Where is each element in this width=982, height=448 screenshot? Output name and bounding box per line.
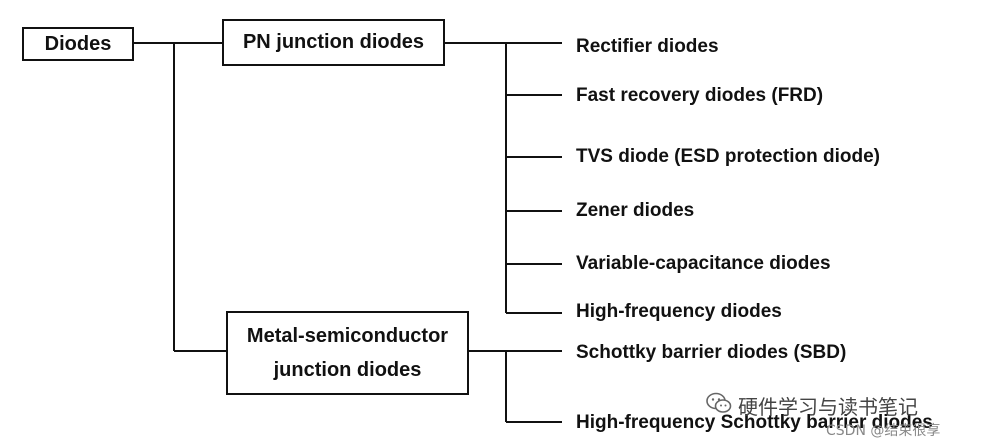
node-pn-junction-diodes: PN junction diodes: [222, 19, 445, 66]
watermark-account: 硬件学习与读书笔记: [738, 395, 918, 419]
node-metal-semiconductor-junction-diodes: Metal-semiconductor junction diodes: [226, 311, 469, 395]
watermark-credit: CSDN @结束很享: [826, 423, 941, 439]
leaf-tvs-diode: TVS diode (ESD protection diode): [576, 146, 880, 167]
ms-node-label-line1: Metal-semiconductor: [246, 325, 449, 347]
ms-node-label-line2: junction diodes: [273, 359, 422, 381]
leaf-high-frequency-diodes: High-frequency diodes: [576, 301, 782, 322]
root-node-label: Diodes: [44, 32, 112, 55]
leaf-rectifier-diodes: Rectifier diodes: [576, 36, 719, 57]
root-node-diodes: Diodes: [22, 27, 134, 61]
leaf-zener-diodes: Zener diodes: [576, 200, 695, 221]
wechat-icon: [706, 392, 732, 413]
leaf-variable-capacitance-diodes: Variable-capacitance diodes: [576, 253, 831, 274]
leaf-fast-recovery-diodes: Fast recovery diodes (FRD): [576, 85, 824, 106]
leaf-high-frequency-schottky-barrier-diodes: High-frequency Schottky barrier diodes: [576, 412, 933, 433]
pn-node-label: PN junction diodes: [242, 31, 425, 53]
leaf-schottky-barrier-diodes: Schottky barrier diodes (SBD): [576, 342, 847, 363]
